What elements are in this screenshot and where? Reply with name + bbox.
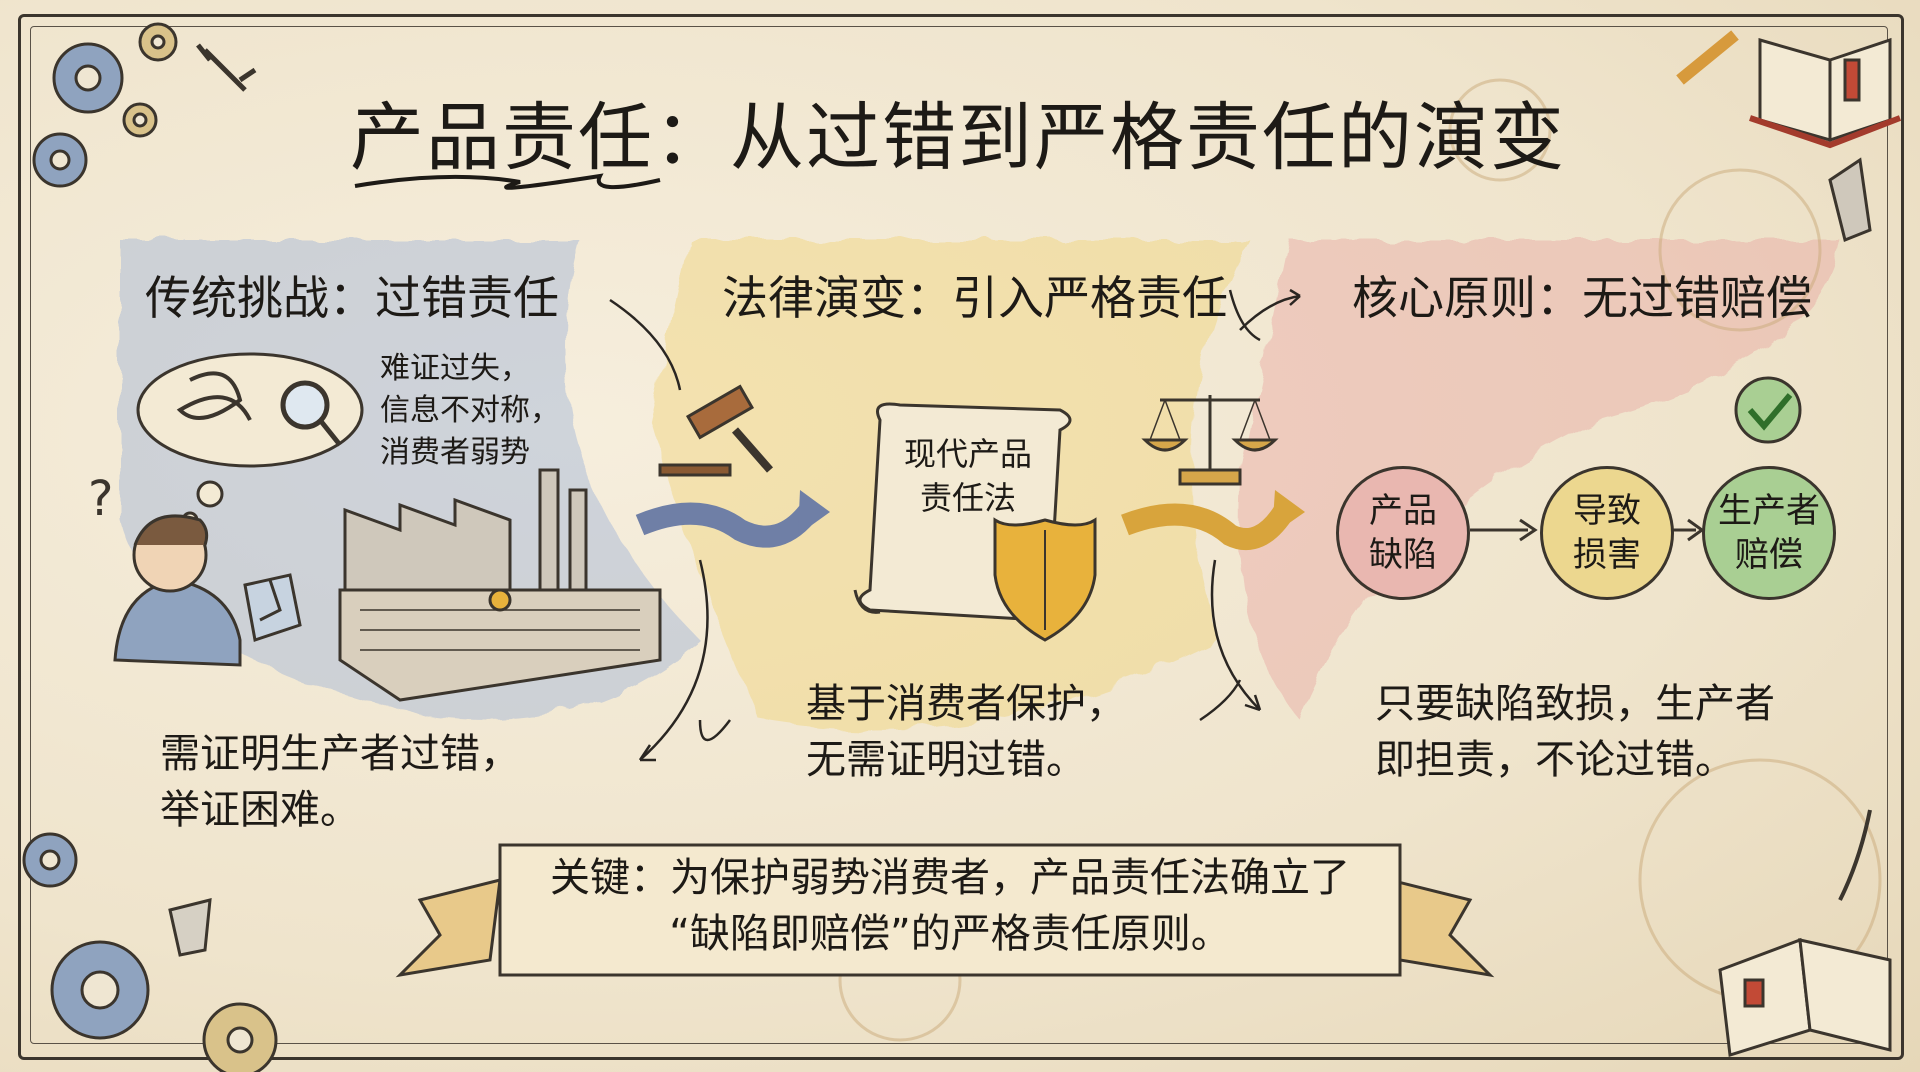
description-line: 需证明生产者过错， — [160, 731, 520, 777]
section-heading-traditional: 传统挑战：过错责任 — [145, 271, 559, 325]
page-title: 产品责任：从过错到严格责任的演变 — [350, 95, 1566, 181]
key-banner — [395, 843, 1495, 978]
scroll-title: 现代产品 责任法 — [888, 432, 1048, 520]
scales-icon — [1141, 395, 1279, 486]
broken-box-icon — [243, 573, 302, 642]
inner-frame — [30, 26, 1888, 1044]
scroll-title-line: 责任法 — [919, 479, 1016, 517]
wrench-icon — [196, 43, 257, 92]
pencil-icon — [1676, 30, 1739, 85]
flow-curves — [609, 288, 1301, 762]
flow-node-defect: 产品 缺陷 — [1336, 466, 1470, 600]
key-banner-text: 关键：为保护弱势消费者，产品责任法确立了 “缺陷即赔偿”的严格责任原则。 — [500, 850, 1400, 962]
arrow-icon — [635, 502, 819, 548]
description-line: 即担责，不论过错。 — [1375, 737, 1735, 783]
quill-icon — [1838, 809, 1872, 901]
description-line: 只要缺陷致损，生产者 — [1375, 681, 1775, 727]
scroll-title-line: 现代产品 — [903, 435, 1032, 473]
arrow-icon — [1121, 503, 1295, 550]
book-icon — [1749, 37, 1902, 149]
description-line: 举证困难。 — [160, 787, 360, 833]
clip-icon — [1828, 157, 1872, 243]
flow-node-compensation: 生产者 赔偿 — [1702, 466, 1836, 600]
arrow-icon — [1519, 518, 1538, 542]
outer-frame — [18, 14, 1904, 1060]
description-line: 无需证明过错。 — [806, 737, 1086, 783]
description-evolution: 基于消费者保护， 无需证明过错。 — [806, 676, 1126, 788]
magnifier-icon — [280, 380, 342, 447]
description-line: 基于消费者保护， — [806, 681, 1126, 727]
title-underline — [354, 173, 661, 190]
question-mark-icon: ? — [88, 471, 113, 527]
person-figure — [113, 514, 242, 667]
book-icon — [1718, 937, 1892, 1057]
gear-icon — [22, 832, 278, 1072]
issue-item: 消费者弱势 — [380, 435, 530, 470]
section-heading-principle: 核心原则：无过错赔偿 — [1352, 271, 1812, 325]
shield-icon — [993, 517, 1097, 642]
arrow-icon — [798, 490, 830, 535]
flow-node-harm: 导致 损害 — [1540, 466, 1674, 600]
issues-list: 难证过失， 信息不对称， 消费者弱势 — [380, 348, 560, 474]
gear-icon — [32, 22, 178, 188]
gavel-icon — [658, 384, 774, 477]
description-principle: 只要缺陷致损，生产者 即担责，不论过错。 — [1375, 676, 1775, 788]
issue-item: 信息不对称， — [380, 393, 560, 428]
section-heading-evolution: 法律演变：引入严格责任 — [722, 271, 1228, 325]
key-line: “缺陷即赔偿”的严格责任原则。 — [669, 911, 1231, 957]
checkmark-icon — [1734, 376, 1802, 444]
issue-item: 难证过失， — [380, 351, 530, 386]
arrow-icon — [1272, 490, 1305, 535]
description-traditional: 需证明生产者过错， 举证困难。 — [160, 726, 520, 838]
key-line: 关键：为保护弱势消费者，产品责任法确立了 — [550, 855, 1350, 901]
factory-icon — [338, 468, 662, 702]
